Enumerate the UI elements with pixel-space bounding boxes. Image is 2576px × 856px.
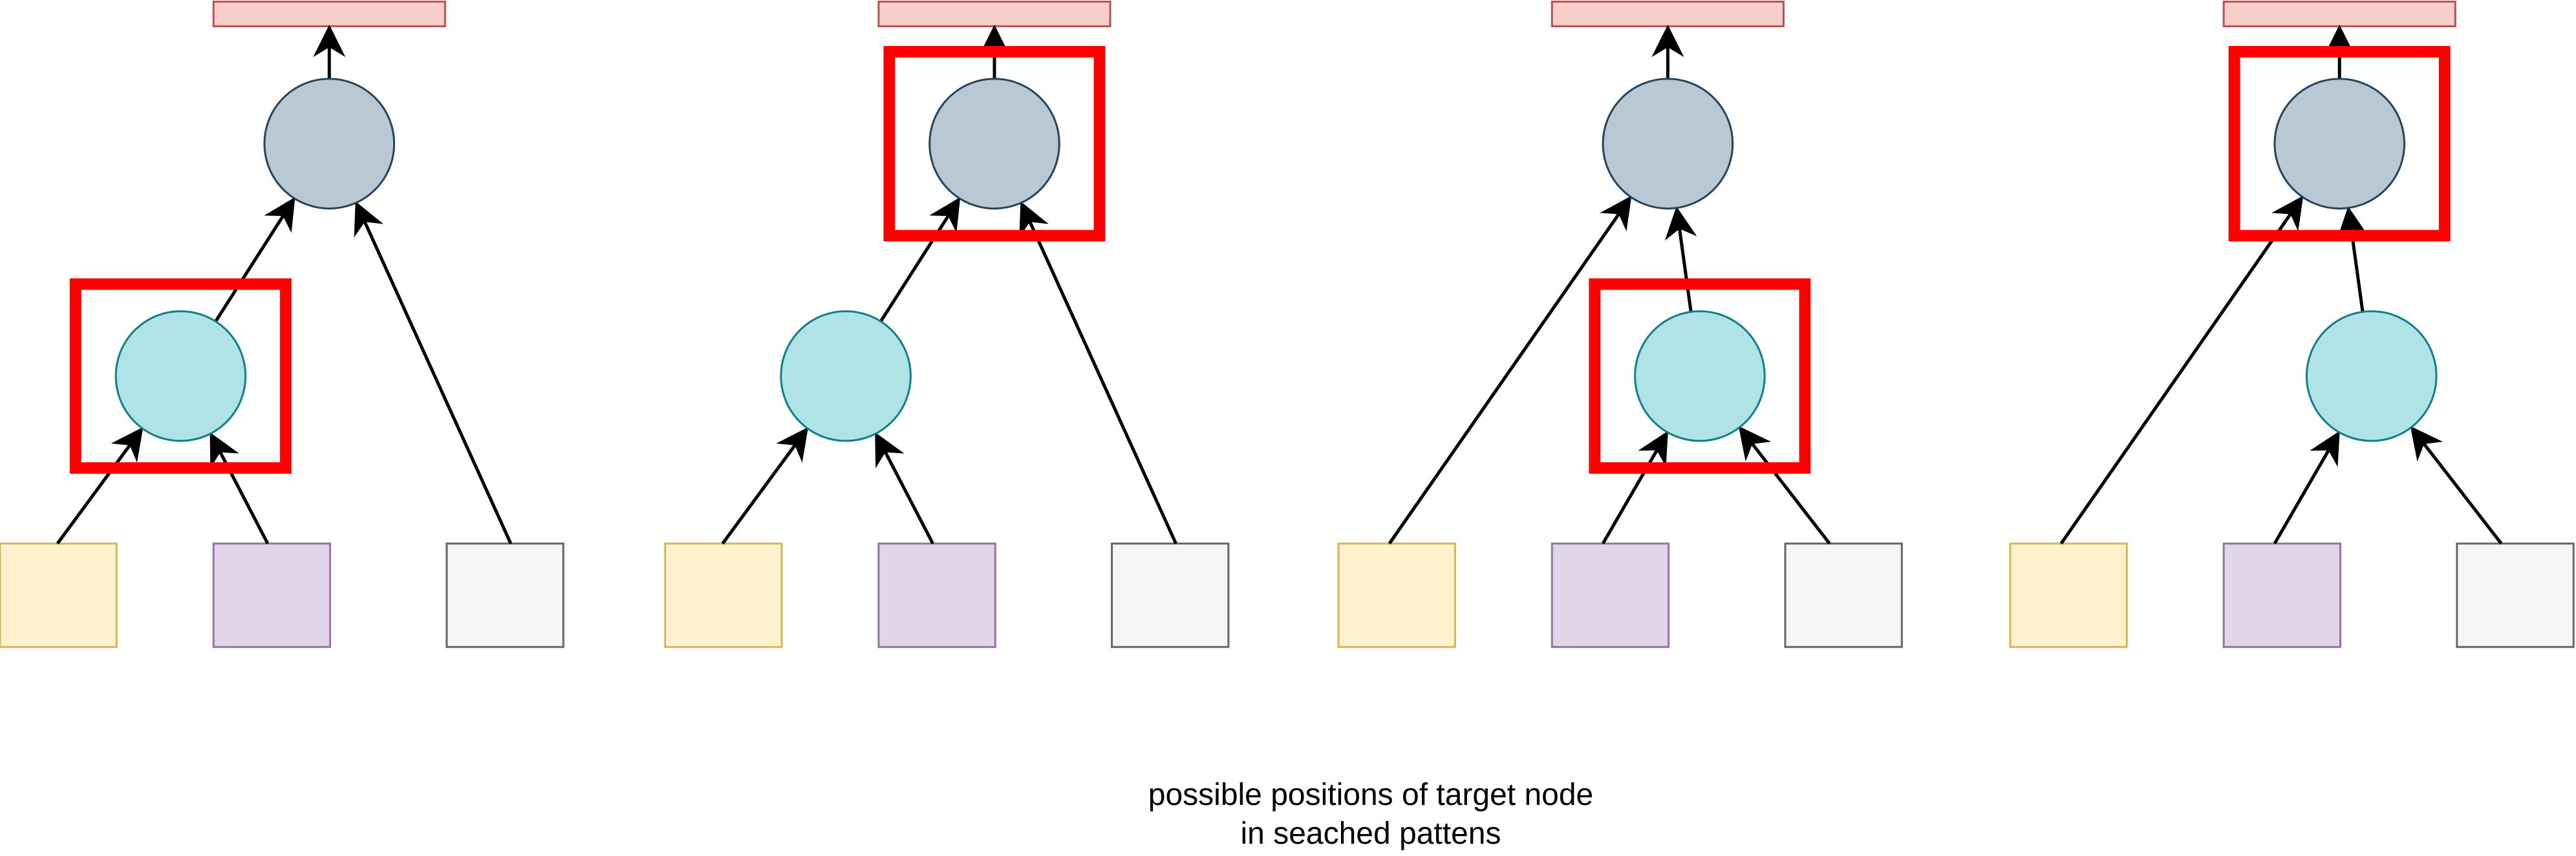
leaf-node-b (2222, 542, 2341, 648)
edge-leaf-to-mid (2410, 426, 2503, 545)
output-node (877, 1, 1111, 28)
edge-leaf-to-top (2059, 195, 2304, 545)
target-highlight-box (2228, 46, 2451, 242)
mid-node (1634, 310, 1766, 442)
leaf-node-c (1111, 542, 1230, 648)
output-node (2222, 1, 2456, 28)
edge-leaf-to-mid (209, 432, 270, 544)
edge-leaf-to-mid (1738, 426, 1831, 545)
leaf-node-a (0, 542, 118, 648)
mid-node (114, 310, 247, 442)
leaf-node-c (445, 542, 564, 648)
edge-mid-to-top (1664, 206, 1697, 312)
patterns-layer (0, 1, 2575, 648)
leaf-node-b (212, 542, 332, 648)
pattern-1 (0, 1, 564, 648)
pattern-2 (664, 1, 1230, 648)
edge-leaf-to-mid (721, 427, 809, 545)
mid-node (2305, 310, 2438, 442)
top-node (2273, 78, 2406, 210)
edge-leaf-to-top (1019, 201, 1177, 544)
edge-leaf-to-top (1388, 195, 1632, 545)
caption-line-2: in seached pattens (1240, 817, 1501, 851)
top-node (263, 78, 396, 210)
target-highlight-box (883, 46, 1106, 242)
edge-leaf-to-mid (56, 427, 144, 545)
edge-leaf-to-mid (875, 432, 934, 544)
target-highlight-box (1589, 278, 1811, 474)
leaf-node-b (1551, 542, 1670, 648)
caption-line-1: possible positions of target node (1148, 778, 1594, 812)
pattern-4 (2009, 1, 2575, 648)
edge-leaf-to-top (354, 201, 513, 544)
output-node (1551, 1, 1785, 28)
pattern-3 (1337, 1, 1903, 648)
output-node (212, 1, 446, 28)
top-node (928, 78, 1060, 210)
edge-mid-to-top (214, 197, 295, 323)
leaf-node-a (664, 542, 783, 648)
edge-leaf-to-mid (1601, 431, 1668, 544)
target-highlight-box (69, 278, 292, 474)
leaf-node-a (2009, 542, 2128, 648)
leaf-node-c (2456, 542, 2575, 648)
top-node (1602, 78, 1734, 210)
leaf-node-c (1784, 542, 1903, 648)
edge-mid-to-top (2336, 206, 2369, 312)
edge-mid-to-top (879, 197, 961, 323)
edge-leaf-to-mid (2273, 431, 2340, 544)
leaf-node-a (1337, 542, 1456, 648)
leaf-node-b (877, 542, 996, 648)
mid-node (780, 310, 912, 442)
